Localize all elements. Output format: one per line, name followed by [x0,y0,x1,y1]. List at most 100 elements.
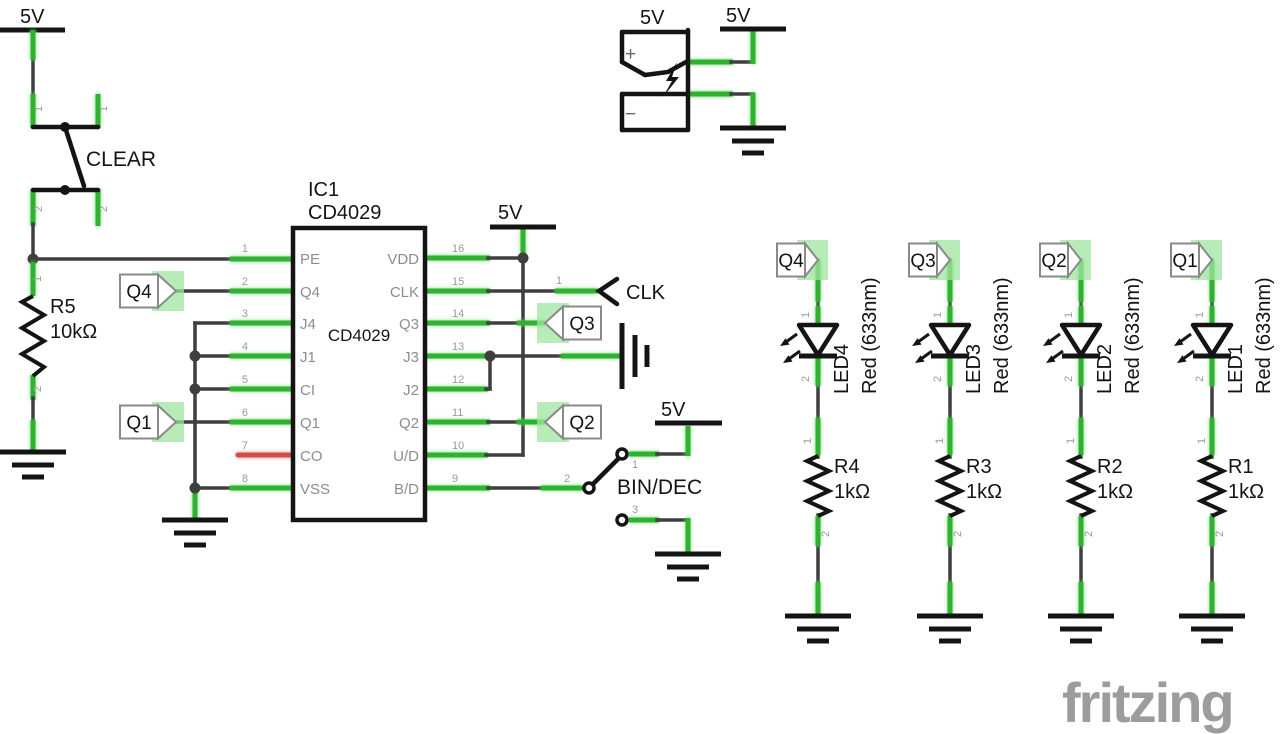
bindec-pin-number: 1 [632,459,638,471]
clear-pin-number: 2 [33,206,45,212]
led-ref: LED2 [1094,344,1116,394]
net-label-q1[interactable]: Q1 [119,401,185,443]
resistor-pin-number: 1 [934,438,946,444]
bindec-pin-number: 3 [632,504,638,516]
clear-pin-number: 1 [98,106,110,112]
ic-inner-label: CD4029 [328,326,390,345]
resistor-pin-number: 2 [820,531,832,537]
bindec-switch[interactable]: 1 2 3 BIN/DEC [564,447,702,527]
resistor-r5[interactable]: R5 10kΩ 1 2 [20,276,97,392]
net-label-q1-led[interactable]: Q1 [1170,239,1223,281]
led-color: Red (633nm) [1122,277,1144,394]
resistor-r4[interactable]: R4 1kΩ 1 2 [802,438,870,537]
resistor-r1[interactable]: R1 1kΩ 1 2 [1196,438,1264,537]
resistor-pin-number: 2 [1083,531,1095,537]
ground-symbol[interactable] [162,520,228,545]
ic-ref: IC1 [308,179,339,201]
ic-pin-number: 13 [452,341,464,353]
clear-switch[interactable]: 1 1 2 2 CLEAR [30,106,156,212]
resistor-value: 1kΩ [1228,481,1264,503]
net-label-text: Q2 [569,413,594,434]
led1[interactable]: LED1 Red (633nm) 1 2 [1174,277,1275,394]
ic-pin-number: 12 [452,374,464,386]
ground-symbol[interactable] [655,554,721,579]
ic-pin-number: 4 [242,341,248,353]
ground-symbol[interactable] [1179,616,1245,641]
ground-symbol[interactable] [622,323,647,389]
rail-label: 5V [661,399,686,421]
led4[interactable]: LED4 Red (633nm) 1 2 [780,277,881,394]
net-label-q3[interactable]: Q3 [536,302,602,344]
power-rail-jack[interactable]: 5V [720,5,786,32]
led-pin-number: 1 [932,312,944,318]
led3[interactable]: LED3 Red (633nm) 1 2 [912,277,1013,394]
led-column-q1[interactable]: Q1 LED1 Red (633nm) 1 2 R1 1kΩ 1 2 [1170,239,1275,641]
ground-symbol[interactable] [917,616,983,641]
ic-pin-name: CLK [390,284,419,301]
jack-label: 5V [640,7,665,29]
ic1-cd4029[interactable]: IC1 CD4029 CD4029 PE Q4 J4 J1 CI Q1 CO V… [242,179,464,523]
led-pin-number: 2 [1063,376,1075,382]
resistor-pin-number: 1 [1196,438,1208,444]
resistor-r3[interactable]: R3 1kΩ 1 2 [934,438,1002,537]
led-column-q3[interactable]: Q3 LED3 Red (633nm) 1 2 R3 1kΩ 1 2 [908,239,1013,641]
ic-pin-name: PE [300,251,320,268]
net-label-q4[interactable]: Q4 [119,270,185,312]
net-label-text: Q3 [910,251,935,272]
net-label-q4-led[interactable]: Q4 [776,239,829,281]
resistor-pin-number: 2 [952,531,964,537]
resistor-r2[interactable]: R2 1kΩ 1 2 [1065,438,1133,537]
ic-pin-number: 14 [452,308,464,320]
net-label-q3-led[interactable]: Q3 [908,239,961,281]
ground-symbol[interactable] [1048,616,1114,641]
led2[interactable]: LED2 Red (633nm) 1 2 [1043,277,1144,394]
net-wires[interactable] [27,30,756,553]
ic-pin-name: Q2 [399,415,419,432]
power-rail-bindec[interactable]: 5V [655,399,722,426]
led-pin-number: 2 [1194,376,1206,382]
led-pin-number: 1 [1194,312,1206,318]
power-jack[interactable]: 5V + − [619,7,691,133]
clk-connector[interactable]: 1 CLK [556,275,666,307]
ic-pin-name: J1 [300,349,316,366]
ic-pin-number: 15 [452,276,464,288]
power-rail-clear[interactable]: 5V [0,6,65,33]
jack-minus-sign: − [625,104,636,125]
resistor-ref: R5 [50,296,76,318]
led-color: Red (633nm) [1253,277,1275,394]
ic-pin-number: 3 [242,308,248,320]
net-label-text: Q2 [1041,251,1066,272]
led-ref: LED4 [831,344,853,394]
clear-pin-number: 1 [33,106,45,112]
clk-label: CLK [626,282,666,304]
power-rail-vdd[interactable]: 5V [490,202,556,230]
ground-symbol[interactable] [785,616,851,641]
led-color: Red (633nm) [859,277,881,394]
ic-pin-name: Q1 [300,415,320,432]
ic-pin-name: VDD [387,251,419,268]
net-label-q2-led[interactable]: Q2 [1039,239,1092,281]
rail-label: 5V [20,6,45,28]
ic-pin-number: 8 [242,473,248,485]
clk-pin-number: 1 [556,275,562,287]
bindec-pin-number: 2 [564,473,570,485]
resistor-ref: R2 [1097,456,1123,478]
net-label-text: Q1 [126,413,151,434]
ic-pin-name: U/D [393,448,419,465]
ic-pin-name: CI [300,382,315,399]
ic-pin-name: J4 [300,316,316,333]
ic-pin-name: CO [300,448,323,465]
ic-pin-number: 10 [452,440,464,452]
net-label-text: Q1 [1172,251,1197,272]
led-column-q4[interactable]: Q4 LED4 Red (633nm) 1 2 R4 1kΩ 1 2 [776,239,881,641]
led-pin-number: 1 [800,312,812,318]
net-label-q2[interactable]: Q2 [536,401,602,443]
lightning-bolt-icon [663,62,679,97]
ground-symbol[interactable] [720,128,786,153]
ground-symbol[interactable] [0,452,66,477]
led-pin-number: 1 [1063,312,1075,318]
ic-pin-number: 7 [242,440,248,452]
led-column-q2[interactable]: Q2 LED2 Red (633nm) 1 2 R2 1kΩ 1 2 [1039,239,1144,641]
ic-pin-name: J2 [403,382,419,399]
